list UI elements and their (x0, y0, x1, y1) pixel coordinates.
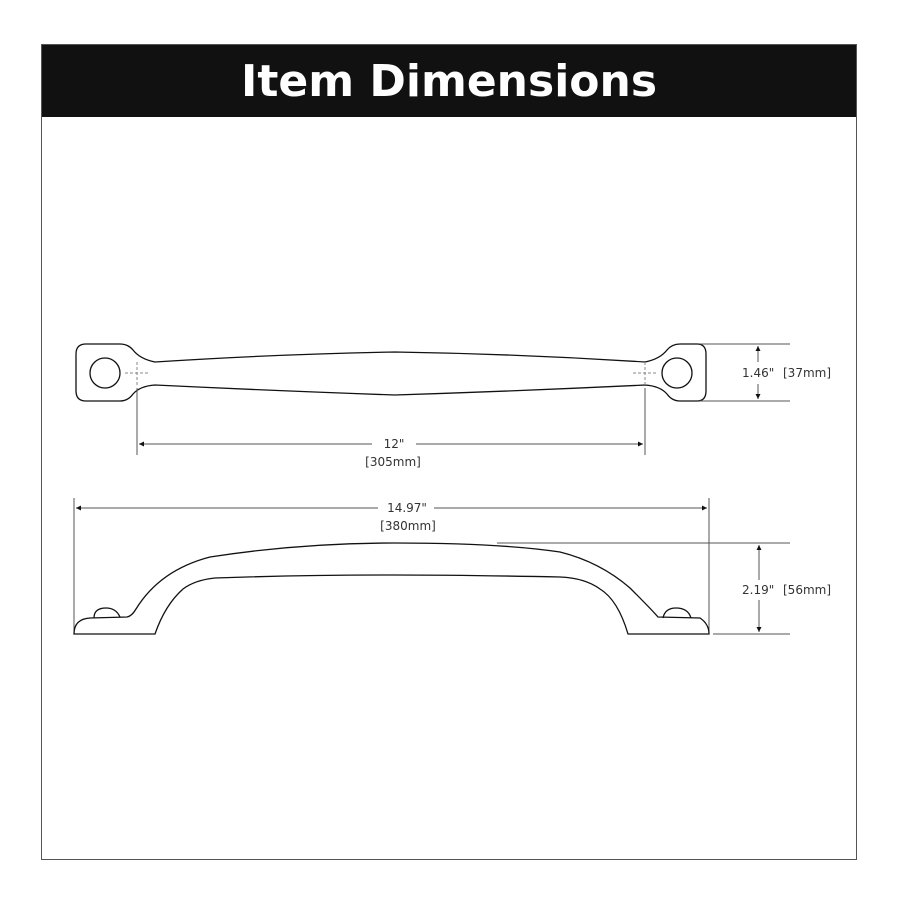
center-to-center-mm: [305mm] (365, 455, 421, 469)
center-marks (125, 362, 656, 385)
left-screw-head (93, 607, 121, 619)
center-to-center-inches: 12" (384, 437, 405, 451)
overall-length-inches: 14.97" (387, 501, 427, 515)
side-view-handle (73, 542, 710, 635)
top-height-dimension-lines (700, 343, 790, 402)
right-screw-head (662, 607, 692, 619)
overall-length-mm: [380mm] (380, 519, 436, 533)
top-view-handle (75, 343, 707, 402)
page-title: Item Dimensions (240, 55, 658, 107)
left-mounting-hole (89, 357, 121, 389)
top-height-inches: 1.46" (742, 366, 774, 380)
center-to-center-dimension-lines (136, 388, 646, 455)
right-mounting-hole (661, 357, 693, 389)
top-height-mm: [37mm] (783, 366, 831, 380)
projection-inches: 2.19" (742, 583, 774, 597)
projection-mm: [56mm] (783, 583, 831, 597)
projection-dimension-lines (497, 542, 790, 635)
header-bar: Item Dimensions (42, 45, 856, 117)
overall-length-dimension-lines (73, 498, 710, 634)
diagram-frame: Item Dimensions (41, 44, 857, 860)
